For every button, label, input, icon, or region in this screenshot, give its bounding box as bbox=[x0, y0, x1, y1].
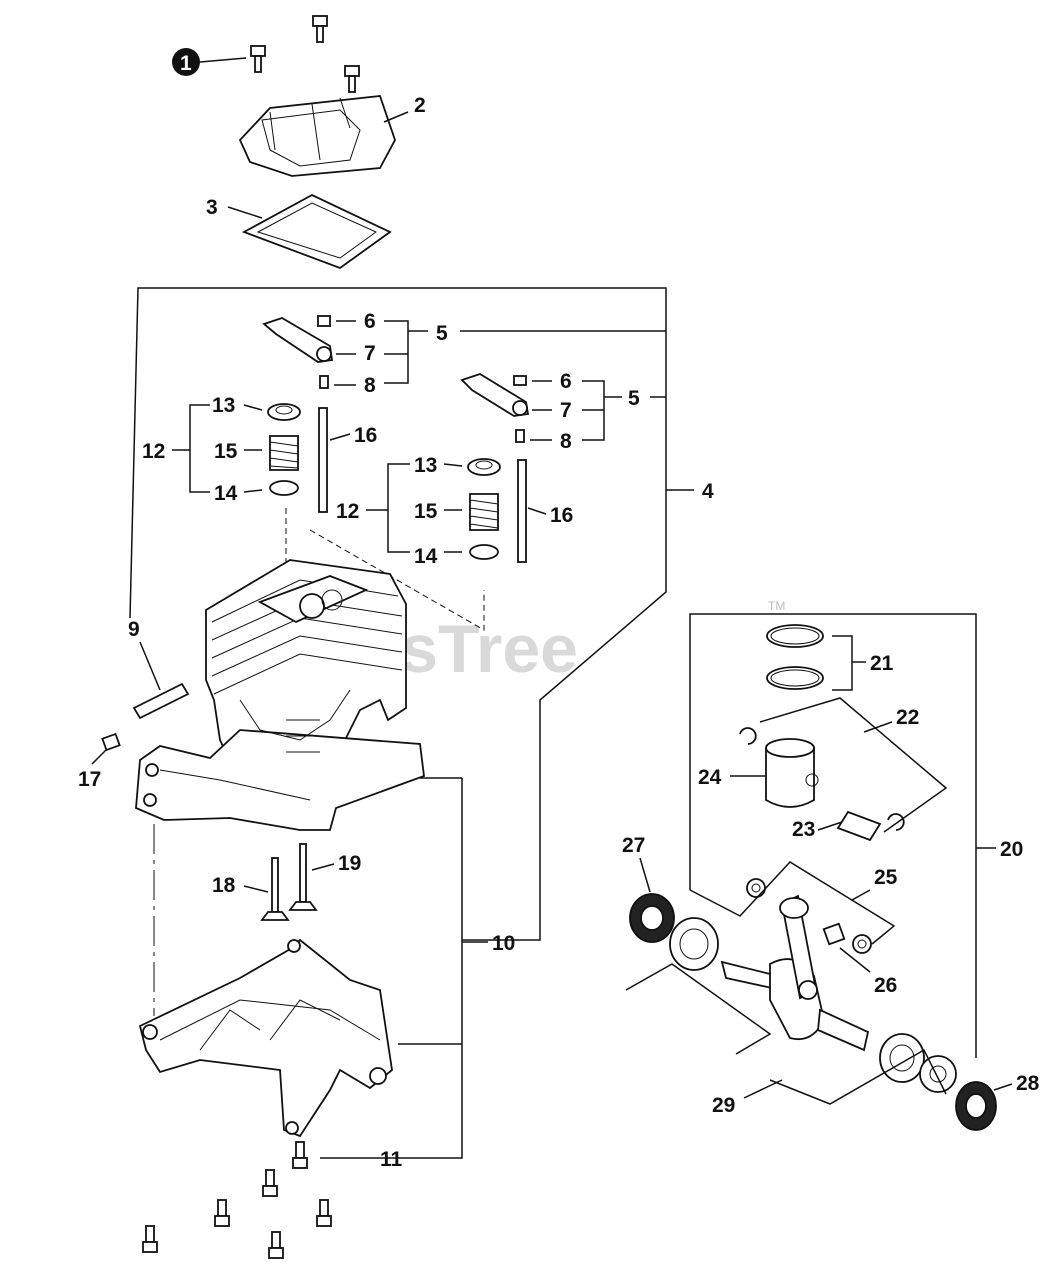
callout-18[interactable]: 18 bbox=[212, 874, 236, 897]
bearing-right bbox=[879, 1033, 925, 1083]
callout-2[interactable]: 2 bbox=[414, 94, 426, 117]
callout-9[interactable]: 9 bbox=[128, 618, 140, 641]
callout-24[interactable]: 24 bbox=[698, 766, 722, 789]
bracket-20 bbox=[689, 613, 996, 1058]
bearing-left bbox=[669, 917, 719, 971]
callout-15-left[interactable]: 15 bbox=[214, 440, 238, 463]
callout-7-left[interactable]: 7 bbox=[364, 342, 376, 365]
rocker-arm-right bbox=[460, 373, 530, 563]
callout-7-right[interactable]: 7 bbox=[560, 399, 572, 422]
callout-22[interactable]: 22 bbox=[896, 706, 919, 729]
callout-11[interactable]: 11 bbox=[380, 1148, 403, 1171]
bracket-4 bbox=[129, 287, 694, 941]
piston bbox=[765, 738, 819, 808]
gasket bbox=[241, 193, 392, 270]
callout-23[interactable]: 23 bbox=[792, 818, 815, 841]
callout-29[interactable]: 29 bbox=[712, 1094, 735, 1117]
callout-6-right[interactable]: 6 bbox=[560, 370, 572, 393]
callout-8-left[interactable]: 8 bbox=[364, 374, 376, 397]
callout-10[interactable]: 10 bbox=[492, 932, 515, 955]
callout-13-right[interactable]: 13 bbox=[414, 454, 437, 477]
top-bolts bbox=[250, 15, 360, 93]
callout-26[interactable]: 26 bbox=[874, 974, 897, 997]
callout-14-left[interactable]: 14 bbox=[214, 482, 238, 505]
piston-pin bbox=[836, 810, 882, 842]
cylinder-block bbox=[135, 559, 425, 831]
crank-washers bbox=[746, 878, 872, 954]
crankshaft bbox=[720, 894, 870, 1052]
rocker-arm-left bbox=[262, 315, 334, 513]
callout-3[interactable]: 3 bbox=[206, 196, 218, 219]
callout-16-right[interactable]: 16 bbox=[550, 504, 573, 527]
oil-seal-right bbox=[955, 1081, 997, 1131]
valve-cover bbox=[238, 95, 396, 177]
locating-pin bbox=[101, 732, 121, 752]
valve-spring-right bbox=[467, 458, 501, 560]
callout-12-right[interactable]: 12 bbox=[336, 500, 359, 523]
callout-21[interactable]: 21 bbox=[870, 652, 894, 675]
callout-4[interactable]: 4 bbox=[702, 480, 714, 503]
callout-5-left[interactable]: 5 bbox=[436, 322, 448, 345]
callout-25[interactable]: 25 bbox=[874, 866, 898, 889]
piston-circlips bbox=[739, 727, 905, 831]
piston-rings bbox=[766, 624, 824, 690]
callout-14-right[interactable]: 14 bbox=[414, 545, 438, 568]
oil-seal-left bbox=[629, 893, 675, 943]
callout-17[interactable]: 17 bbox=[78, 768, 101, 791]
drive-gear bbox=[919, 1055, 957, 1093]
callout-5-right[interactable]: 5 bbox=[628, 387, 640, 410]
callout-12-left[interactable]: 12 bbox=[142, 440, 165, 463]
valve-exhaust bbox=[288, 843, 318, 911]
bottom-bolts bbox=[142, 1141, 332, 1259]
callout-13-left[interactable]: 13 bbox=[212, 394, 235, 417]
watermark-tm: TM bbox=[768, 599, 785, 613]
valve-spring-left bbox=[267, 403, 301, 496]
callout-19[interactable]: 19 bbox=[338, 852, 361, 875]
callout-8-right[interactable]: 8 bbox=[560, 430, 572, 453]
lower-crankcase bbox=[138, 938, 393, 1138]
callout-6-left[interactable]: 6 bbox=[364, 310, 376, 333]
callout-27[interactable]: 27 bbox=[622, 834, 645, 857]
callout-15-right[interactable]: 15 bbox=[414, 500, 438, 523]
valve-intake bbox=[260, 857, 290, 921]
callout-badge-1[interactable]: 1 bbox=[172, 48, 200, 76]
callout-1-label: 1 bbox=[180, 52, 192, 75]
callout-16-left[interactable]: 16 bbox=[354, 424, 377, 447]
callout-28[interactable]: 28 bbox=[1016, 1072, 1040, 1095]
callout-20[interactable]: 20 bbox=[1000, 838, 1023, 861]
dowel-pin bbox=[132, 682, 190, 720]
